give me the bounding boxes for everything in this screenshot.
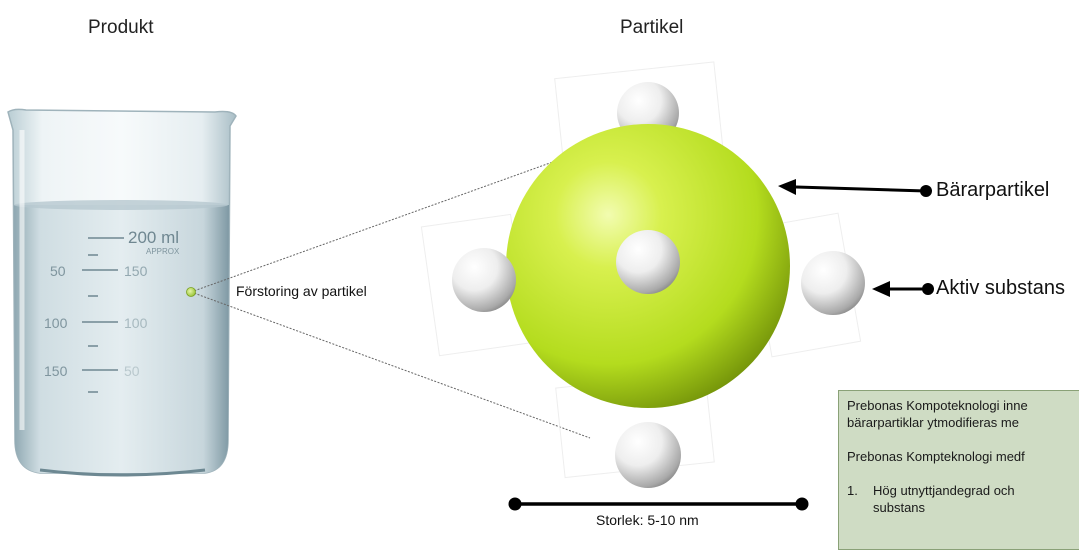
info-line: bärarpartiklar ytmodifieras me (847, 415, 1019, 430)
list-number: 1. (847, 483, 858, 498)
beaker-right-mark: 150 (124, 263, 148, 279)
particle-diagram: 200 ml APPROX 50 100 150 150 100 50 (7, 61, 934, 511)
beaker-left-mark: 150 (44, 363, 68, 379)
beaker-approx-text: APPROX (146, 247, 180, 256)
zoom-line-bottom (190, 291, 591, 439)
zoom-label: Förstoring av partikel (236, 283, 367, 299)
active-substance-sphere-left (452, 248, 516, 312)
beaker-image: 200 ml APPROX 50 100 150 150 100 50 (7, 108, 237, 477)
beaker-right-mark: 50 (124, 363, 140, 379)
beaker-volume-text: 200 ml (128, 228, 179, 247)
info-line: Prebonas Kompoteknologi inne (847, 398, 1028, 413)
beaker-left-mark: 100 (44, 315, 68, 331)
active-substance-sphere-right (801, 251, 865, 315)
product-heading: Produkt (88, 17, 154, 38)
carrier-particle-label: Bärarpartikel (936, 179, 1050, 201)
active-substance-sphere-center (616, 230, 680, 294)
info-line: Prebonas Kompteknologi medf (847, 449, 1025, 464)
info-list-item-cont: substans (847, 499, 1079, 516)
beaker-left-mark: 50 (50, 263, 66, 279)
zoom-line-top (190, 144, 601, 293)
particle-heading: Partikel (620, 17, 684, 38)
active-arrow (872, 281, 934, 297)
active-substance-label: Aktiv substans (936, 277, 1065, 299)
list-text: substans (873, 500, 926, 515)
beaker-right-mark: 100 (124, 315, 148, 331)
info-box: Prebonas Kompoteknologi inne bärarpartik… (838, 390, 1079, 550)
list-text: Hög utnyttjandegrad och (873, 483, 1015, 498)
carrier-arrow (778, 179, 932, 197)
info-list-item: 1. Hög utnyttjandegrad och (847, 482, 1079, 499)
size-scale-bar (508, 497, 809, 511)
active-substance-sphere-bottom (615, 422, 681, 488)
particle-dot (186, 287, 196, 297)
size-label: Storlek: 5-10 nm (596, 512, 699, 528)
